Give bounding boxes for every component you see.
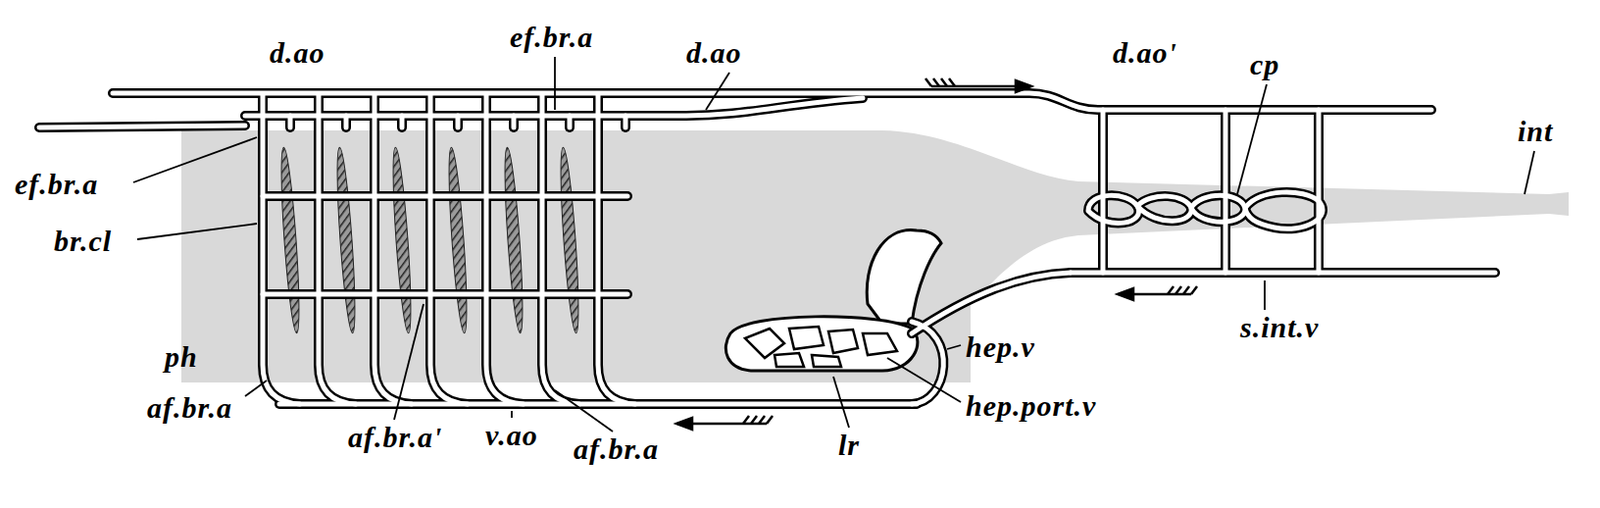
part-label: ef.br.a — [509, 21, 594, 53]
part-label: br.cl — [53, 225, 112, 257]
part-label: af.br.a — [147, 392, 233, 424]
part-label: v.ao — [485, 419, 539, 451]
part-label: lr — [838, 429, 860, 461]
part-label: ph — [164, 341, 199, 373]
part-label: af.br.a' — [348, 421, 443, 453]
part-label: af.br.a — [573, 433, 659, 465]
part-label: d.ao — [269, 37, 326, 69]
part-label: d.ao — [686, 37, 743, 69]
part-label: ef.br.a — [14, 168, 99, 200]
part-label: cp — [1250, 49, 1280, 81]
part-label: d.ao' — [1112, 37, 1178, 69]
part-label: hep.port.v — [965, 390, 1097, 422]
part-label: s.int.v — [1240, 311, 1319, 344]
part-label: int — [1517, 115, 1553, 148]
part-label: hep.v — [965, 331, 1036, 363]
